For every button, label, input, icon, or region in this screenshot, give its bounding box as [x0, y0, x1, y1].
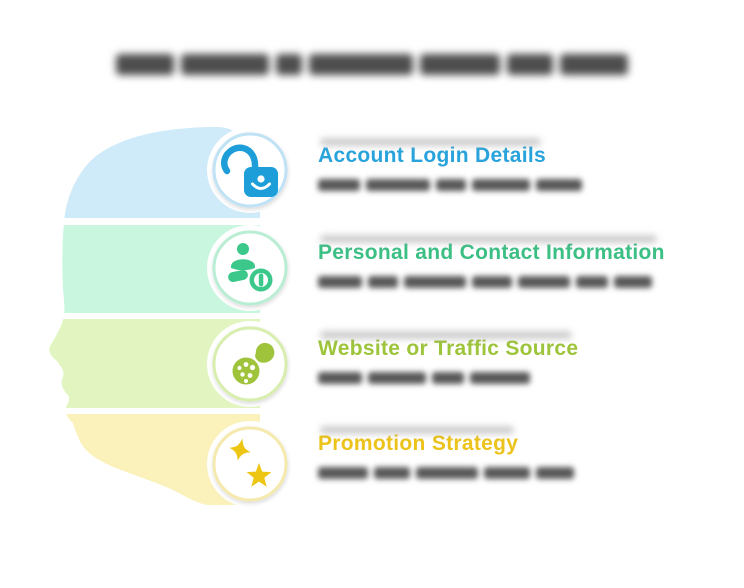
stars-icon — [229, 438, 272, 487]
description-blur-segment — [472, 179, 530, 191]
description-blur-segment — [416, 467, 478, 479]
section-heading: Website or Traffic Source — [318, 331, 579, 361]
title-blur-segment — [309, 54, 413, 75]
description-blur-segment — [318, 467, 368, 479]
description-blur-segment — [318, 276, 362, 288]
section-heading: Account Login Details — [318, 138, 582, 168]
description-blur-segment — [368, 372, 426, 384]
icon-circle-3 — [207, 321, 293, 407]
title-blur-segment — [420, 54, 500, 75]
section-heading-text: Website or Traffic Source — [318, 337, 579, 360]
description-blur-segment — [536, 467, 574, 479]
section-heading-text: Promotion Strategy — [318, 432, 519, 455]
section-heading-text: Account Login Details — [318, 144, 546, 167]
title-blur-segment — [507, 54, 553, 75]
icon-circle-2 — [207, 225, 293, 311]
description-blur-segment — [470, 372, 530, 384]
title-redacted — [0, 54, 744, 75]
description-blur-segment — [436, 179, 466, 191]
title-blur-segment — [276, 54, 302, 75]
description-blur-segment — [614, 276, 652, 288]
section-description-redacted — [318, 179, 582, 191]
heading-blur-echo — [320, 426, 514, 434]
heading-blur-echo — [320, 331, 572, 339]
section-description-redacted — [318, 372, 578, 384]
section-heading-text: Personal and Contact Information — [318, 241, 665, 264]
description-blur-segment — [576, 276, 608, 288]
description-blur-segment — [374, 467, 410, 479]
section-item: Account Login Details — [318, 138, 582, 191]
icon-circle-1 — [207, 127, 293, 213]
title-blur-segment — [116, 54, 174, 75]
section-heading: Promotion Strategy — [318, 426, 574, 456]
person-info-icon — [228, 243, 275, 294]
title-blur-segment — [181, 54, 269, 75]
description-blur-segment — [484, 467, 530, 479]
description-blur-segment — [536, 179, 582, 191]
section-item: Promotion Strategy — [318, 426, 574, 479]
description-blur-segment — [318, 372, 362, 384]
description-blur-segment — [318, 179, 360, 191]
unlocked-padlock-icon — [221, 144, 278, 197]
section-heading: Personal and Contact Information — [318, 235, 665, 265]
section-description-redacted — [318, 276, 665, 288]
icon-circle-4 — [207, 421, 293, 507]
description-blur-segment — [472, 276, 512, 288]
title-blur-segment — [560, 54, 628, 75]
globe-pointer-icon — [232, 341, 276, 385]
description-blur-segment — [518, 276, 570, 288]
description-blur-segment — [404, 276, 466, 288]
section-item: Website or Traffic Source — [318, 331, 579, 384]
description-blur-segment — [366, 179, 430, 191]
section-item: Personal and Contact Information — [318, 235, 665, 288]
description-blur-segment — [368, 276, 398, 288]
description-blur-segment — [432, 372, 464, 384]
section-description-redacted — [318, 467, 574, 479]
heading-blur-echo — [320, 235, 657, 243]
heading-blur-echo — [320, 138, 541, 146]
